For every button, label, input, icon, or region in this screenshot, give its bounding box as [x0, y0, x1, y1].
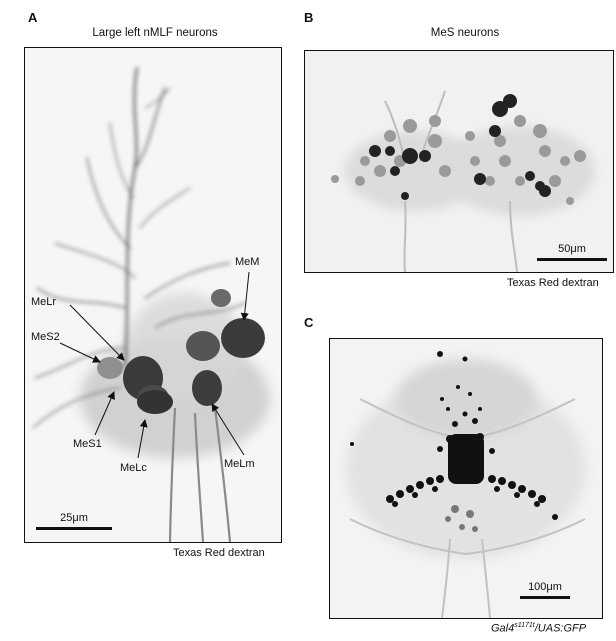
- panel-b-letter: B: [304, 10, 314, 25]
- panel-b-neuron-image: [305, 51, 613, 272]
- panel-c-caption-sup: s1171t: [514, 622, 535, 629]
- label-mes2: MeS2: [31, 331, 60, 343]
- panel-c-micrograph: [329, 338, 603, 619]
- panel-c-letter: C: [304, 315, 314, 330]
- label-melm: MeLm: [224, 458, 255, 470]
- label-melr: MeLr: [31, 296, 57, 308]
- panel-c-scale-label: 100μm: [528, 581, 562, 593]
- panel-c-caption: Gal4s1171t/UAS:GFP: [491, 622, 586, 635]
- panel-a-micrograph: [24, 47, 282, 543]
- panel-a-neuron-image: [25, 48, 281, 542]
- panel-c-caption-rest: /UAS:GFP: [534, 622, 587, 635]
- label-mem: MeM: [235, 256, 260, 268]
- panel-b-title: MeS neurons: [430, 27, 500, 39]
- panel-c-expression-image: [330, 339, 602, 618]
- panel-a-caption: Texas Red dextran: [173, 547, 265, 559]
- panel-a-letter: A: [28, 10, 38, 25]
- panel-b-caption: Texas Red dextran: [507, 277, 599, 289]
- panel-a-scale-bar: [36, 527, 112, 530]
- panel-a-scale-label: 25μm: [60, 512, 88, 524]
- label-melc: MeLc: [120, 462, 147, 474]
- panel-c-caption-main: Gal4: [491, 622, 515, 635]
- panel-a-title: Large left nMLF neurons: [92, 27, 218, 39]
- panel-c-scale-bar: [520, 596, 570, 599]
- panel-b-micrograph: [304, 50, 614, 273]
- panel-b-scale-label: 50μm: [558, 243, 586, 255]
- label-mes1: MeS1: [73, 438, 102, 450]
- panel-b-scale-bar: [537, 258, 607, 261]
